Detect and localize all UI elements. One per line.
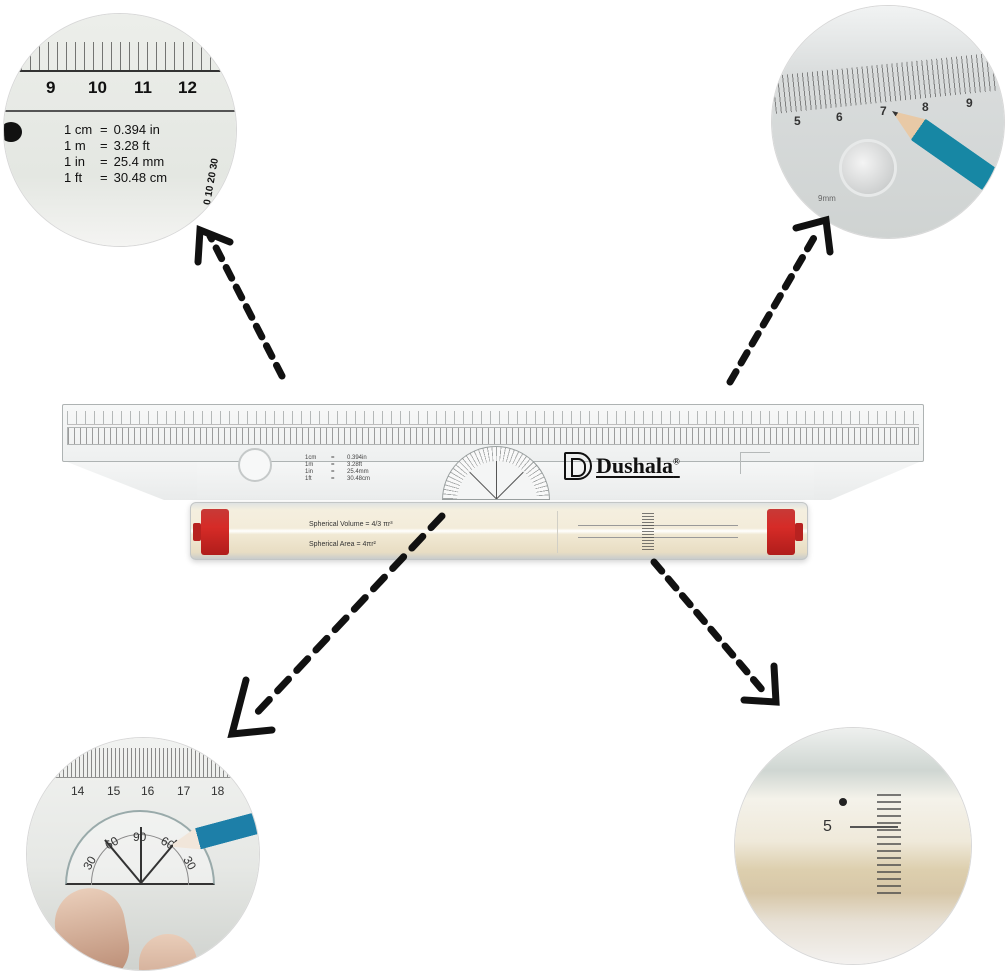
scale-number: 8 <box>922 100 929 114</box>
callout-protractor: 13 14 15 16 17 18 30 60 90 60 30 <box>27 738 259 970</box>
knob-hole <box>238 448 272 482</box>
conversion-row: 1 in=25.4 mm <box>64 154 165 169</box>
knob-label: 9mm <box>818 194 836 203</box>
brand-logo: Dushala® <box>564 452 680 480</box>
scale-number: 5 <box>823 818 832 835</box>
conversion-row: 1 cm=0.394 in <box>64 122 160 137</box>
dushala-logo-icon <box>564 452 592 480</box>
divider <box>4 110 236 112</box>
pencil-icon <box>885 100 1004 202</box>
scale-number: 18 <box>211 784 225 798</box>
side-scale: 0 10 20 30 <box>202 157 222 206</box>
callout-pencil-measure: 5 6 7 8 9 9mm <box>772 6 1004 238</box>
scale-number: 10 <box>88 78 107 97</box>
clip-marker <box>740 452 770 474</box>
scale-number: 9 <box>966 96 973 110</box>
ruler-scale <box>27 748 259 778</box>
brand-name: Dushala® <box>596 453 680 478</box>
finger <box>139 934 197 970</box>
marker-dot <box>839 798 847 806</box>
conversion-row: 1 m=3.28 ft <box>64 138 150 153</box>
scale-number: 16 <box>141 784 155 798</box>
scale-number: 11 <box>134 78 152 97</box>
formula-area: Spherical Area = 4πr² <box>309 541 376 548</box>
roller-cylinder: Spherical Volume = 4/3 πr³ Spherical Are… <box>190 502 808 560</box>
roller-scale-window <box>557 511 757 553</box>
formula-volume: Spherical Volume = 4/3 πr³ <box>309 521 393 528</box>
scale-line <box>850 826 898 828</box>
protractor-label: 90 <box>133 830 147 844</box>
arrow-icon-top-left <box>194 224 286 380</box>
arrow-icon-top-right <box>726 215 834 386</box>
scale-number: 7 <box>880 104 887 118</box>
callout-roller-drum: 5 <box>735 728 971 964</box>
roller-end-cap <box>201 509 229 555</box>
roller-end-nub <box>795 523 803 541</box>
finger <box>49 882 135 970</box>
scale-number: 15 <box>107 784 121 798</box>
roller-end-cap <box>767 509 795 555</box>
callout-unit-conversion: 9 10 11 12 1 cm=0.394 in 1 m=3.28 ft 1 i… <box>4 14 236 246</box>
roller-end-nub <box>193 523 201 541</box>
conversion-table: 1 cm=0.394 in 1 m=3.28 ft 1 in=25.4 mm 1… <box>64 122 167 186</box>
ruler-scale <box>4 42 236 72</box>
scale-number: 6 <box>836 110 843 124</box>
scale-number: 13 <box>29 784 43 798</box>
scale-number: 17 <box>177 784 191 798</box>
scale-number: 14 <box>71 784 85 798</box>
scale-number: 9 <box>46 78 56 97</box>
hole-marker-icon <box>4 122 22 142</box>
arrow-icon-bottom-right <box>650 558 780 706</box>
conversion-table-mini: 1cm=0.394in 1m=3.28ft 1in=25.4mm 1ft=30.… <box>305 455 371 482</box>
scale-number: 5 <box>794 114 801 128</box>
conversion-row: 1 ft=30.48 cm <box>64 170 168 185</box>
scale-number: 12 <box>178 78 197 97</box>
roller-knob <box>842 142 894 194</box>
drum-scale <box>877 794 901 894</box>
